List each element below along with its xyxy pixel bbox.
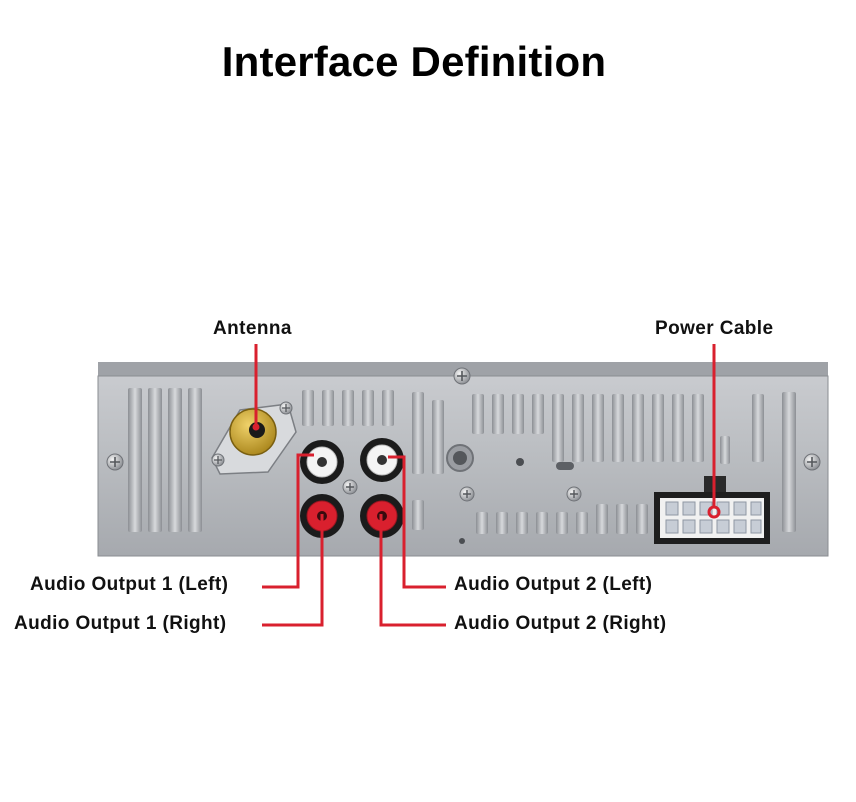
page-title: Interface Definition [221,38,607,85]
callout-lines [252,344,721,627]
left-heat-fins [128,388,796,532]
callout-audio-2-left [388,455,446,589]
rca-jack-2-left [360,438,404,482]
label-audio-output-2-right: Audio Output 2 (Right) [454,613,667,634]
antenna-connector-icon [211,401,297,475]
upper-short-fins [302,390,764,474]
callout-audio-2-right [379,514,446,627]
label-audio-output-1-right: Audio Output 1 (Right) [14,613,227,634]
label-power-cable: Power Cable [655,318,774,339]
rca-jack-1-left [300,440,344,484]
mounting-hole [446,444,574,544]
lower-short-fins [412,500,648,534]
label-antenna: Antenna [213,318,292,339]
callout-audio-1-left [262,453,314,589]
screw-icon [106,367,821,502]
label-audio-output-1-left: Audio Output 1 (Left) [30,574,229,595]
label-audio-output-2-left: Audio Output 2 (Left) [454,574,653,595]
callout-audio-1-right [262,514,324,627]
